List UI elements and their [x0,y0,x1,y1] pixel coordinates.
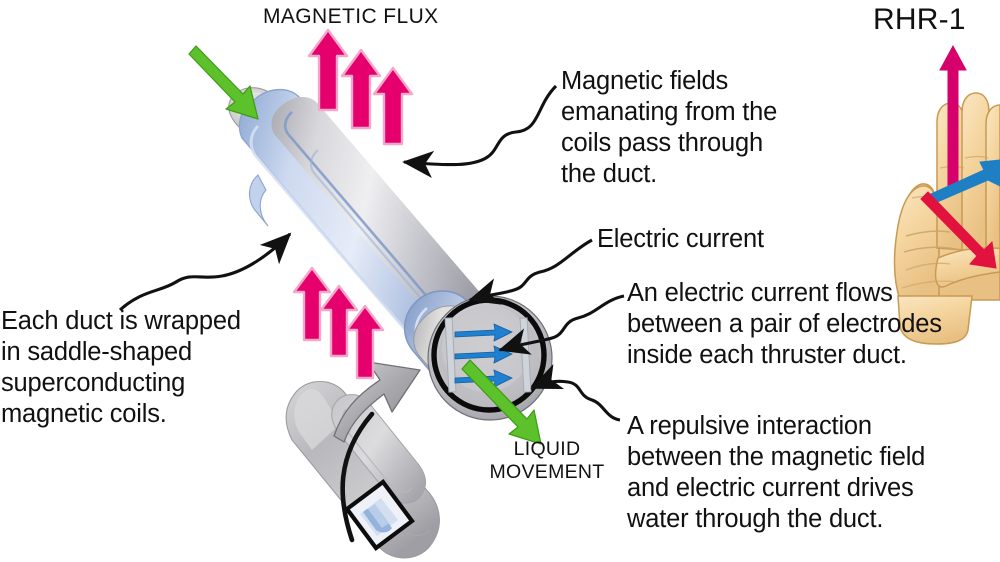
magnetic-flux-arrow [292,266,332,342]
rhr-hand-illustration [893,44,1000,345]
zoom-callout-arrow [333,361,421,543]
leader-each-duct [118,232,292,312]
callout-line: coils pass through [561,129,763,157]
callout-line: between the magnetic field [627,443,926,471]
magnetic-flux-arrows-lower [292,266,385,380]
magnetic-flux-arrows-upper [307,28,414,146]
magnetic-flux-arrow [307,28,349,112]
leader-repulsive [530,363,621,422]
callout-line: A repulsive interaction [627,412,872,440]
callout-line: superconducting [1,369,186,397]
callout-line: between a pair of electrodes [627,310,942,338]
magnetic-flux-arrow [372,66,414,146]
electric-current-label: Electric current [597,225,764,253]
leader-magnetic-fields [402,84,558,179]
duct-cross-section [427,295,553,445]
rhr-force-arrow [930,159,1000,204]
inlet-flow-arrow [188,45,259,120]
thruster-location-inset [344,479,415,551]
callout-line: water through the duct. [627,505,884,533]
magnetic-flux-label: MAGNETIC FLUX [263,5,439,28]
rhr1-label: RHR-1 [873,3,966,36]
magnetic-flux-arrow [319,284,359,358]
callout-line: the duct. [561,160,658,188]
callout-line: and electric current drives [627,474,914,502]
callout-line: Magnetic fields [561,67,729,95]
liquid-movement-line-1: LIQUID [513,438,581,460]
leader-electric-current [468,238,593,305]
leader-current-flows [498,294,625,355]
rhr-current-arrow [920,191,997,269]
callout-line: emanating from the [561,98,778,126]
callout-line: magnetic coils. [1,400,167,428]
callout-line: An electric current flows [627,279,893,307]
callout-line: Each duct is wrapped [1,307,241,335]
liquid-movement-arrow [461,359,542,445]
callout-line: inside each thruster duct. [627,341,907,369]
rhr-field-arrow [939,44,967,191]
magnetic-flux-arrow [345,304,385,380]
liquid-movement-line-2: MOVEMENT [489,461,605,483]
callout-line: in saddle-shaped [1,338,193,366]
magnetic-flux-arrow [340,48,382,130]
